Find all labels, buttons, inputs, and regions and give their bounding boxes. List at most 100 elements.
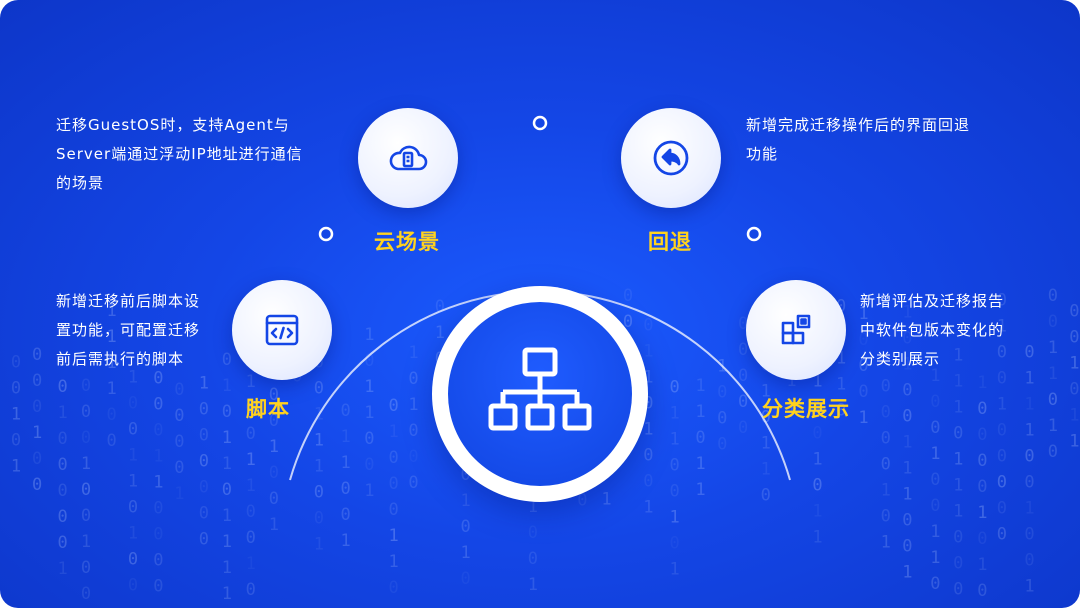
binary-digit: 0 [246,528,256,548]
binary-digit: 0 [58,455,68,475]
binary-digit: 1 [408,343,418,363]
binary-digit: 0 [953,424,963,444]
binary-digit: 1 [812,502,822,522]
binary-digit: 0 [977,529,987,549]
center-hub [432,286,648,502]
binary-digit: 1 [695,402,705,422]
binary-digit: 0 [881,507,891,527]
binary-digit: 0 [643,445,653,465]
binary-digit: 1 [389,422,399,442]
binary-digit: 1 [761,382,771,402]
binary-digit: 1 [461,543,471,563]
binary-digit: 1 [1069,432,1079,452]
binary-digit: 0 [1024,472,1034,492]
binary-digit: 1 [107,379,117,399]
binary-digit: 1 [997,395,1007,415]
binary-digit: 0 [761,408,771,428]
binary-digit: 0 [1048,442,1058,462]
binary-digit: 0 [408,369,418,389]
binary-digit: 0 [153,499,163,519]
desc-category-display: 新增评估及迁移报告 中软件包版本变化的 分类别展示 [860,287,1060,374]
binary-digit: 1 [1024,394,1034,414]
binary-digit: 0 [738,340,748,360]
binary-digit: 0 [341,479,351,499]
binary-digit: 1 [643,341,653,361]
binary-digit: 1 [364,403,374,423]
binary-digit: 1 [314,534,324,554]
binary-digit: 0 [32,397,42,417]
binary-digit: 1 [902,485,912,505]
binary-digit: 1 [107,301,117,321]
binary-digit: 0 [881,455,891,475]
binary-digit: 0 [128,575,138,595]
binary-digit: 0 [738,366,748,386]
arc-dot-right [746,226,762,242]
binary-digit: 0 [11,430,21,450]
binary-digit: 1 [930,444,940,464]
binary-digit: 0 [58,429,68,449]
binary-digit: 0 [738,392,748,412]
binary-digit: 1 [528,497,538,517]
binary-digit: 0 [930,392,940,412]
binary-digit: 0 [32,371,42,391]
binary-digit: 0 [199,426,209,446]
binary-digit: 0 [643,393,653,413]
arc-dot-top [532,115,548,131]
binary-digit: 0 [643,315,653,335]
binary-digit: 0 [222,402,232,422]
binary-digit: 0 [269,463,279,483]
binary-digit: 1 [222,376,232,396]
label-rollback: 回退 [648,230,692,254]
binary-digit: 1 [1069,406,1079,426]
binary-digit: 0 [997,369,1007,389]
binary-digit: 0 [107,405,117,425]
binary-digit: 0 [670,378,680,398]
binary-digit: 1 [977,373,987,393]
hierarchy-network-icon [488,347,592,431]
binary-digit: 0 [341,505,351,525]
binary-digit: 0 [997,473,1007,493]
binary-digit: 0 [836,401,846,421]
binary-digit: 0 [58,481,68,501]
binary-digit: 0 [58,533,68,553]
binary-digit: 0 [314,508,324,528]
binary-digit: 0 [32,345,42,365]
binary-digit: 0 [246,502,256,522]
binary-digit: 1 [1048,364,1058,384]
binary-digit: 0 [81,506,91,526]
binary-digit: 1 [1024,368,1034,388]
grid-squares-icon [781,314,811,345]
binary-digit: 0 [930,418,940,438]
binary-digit: 0 [408,473,418,493]
binary-digit: 1 [902,433,912,453]
binary-digit: 0 [717,408,727,428]
binary-digit: 1 [953,398,963,418]
binary-digit: 0 [902,329,912,349]
binary-digit: 0 [461,569,471,589]
binary-digit: 0 [670,456,680,476]
binary-digit: 1 [1024,498,1034,518]
binary-digit: 1 [786,397,796,417]
binary-digit: 1 [670,430,680,450]
binary-digit: 1 [977,503,987,523]
binary-digit: 1 [222,584,232,604]
desc-line: Server端通过浮动IP地址进行通信 [56,145,303,163]
binary-digit: 0 [836,297,846,317]
desc-line: 新增完成迁移操作后的界面回退 [746,116,971,134]
binary-digit: 1 [953,476,963,496]
binary-digit: 1 [11,404,21,424]
binary-digit: 0 [246,398,256,418]
binary-digit: 0 [1048,286,1058,306]
binary-digit: 1 [341,531,351,551]
binary-digit: 1 [408,395,418,415]
binary-digit: 1 [1024,576,1034,596]
binary-digit: 0 [997,499,1007,519]
desc-line: 迁移GuestOS时，支持Agent与 [56,116,290,134]
binary-digit: 1 [389,552,399,572]
binary-digit: 0 [364,455,374,475]
binary-digit: 0 [670,534,680,554]
binary-digit: 0 [81,584,91,604]
binary-digit: 0 [1024,550,1034,570]
